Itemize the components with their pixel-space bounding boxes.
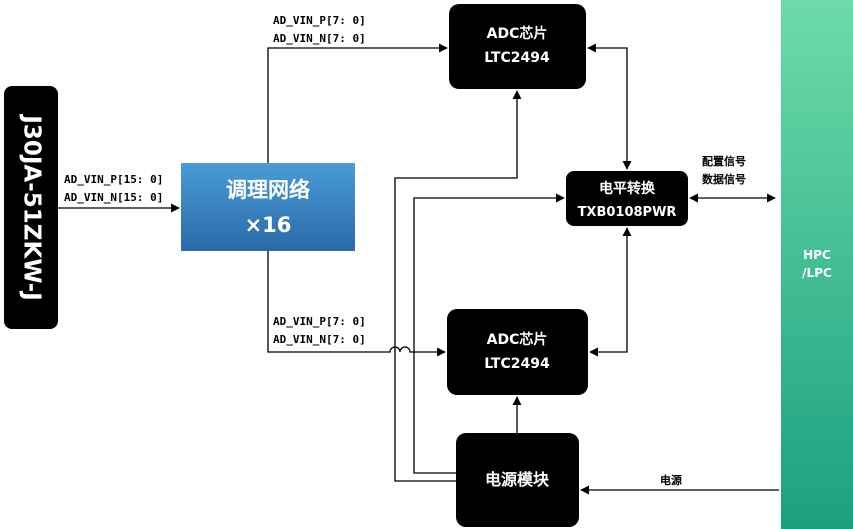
input-bus-n-label: AD_VIN_N[15: 0] [64, 191, 163, 204]
bottom-bus-n-label: AD_VIN_N[7: 0] [273, 333, 366, 346]
power-to-level-shifter-line [413, 193, 565, 474]
top-adc-bus-arrow [267, 43, 448, 163]
power-module-block [456, 433, 579, 527]
adc-top-line1: ADC芯片 [487, 25, 548, 42]
power-module-label: 电源模块 [485, 470, 550, 489]
j30-connector-label: J30JA-51ZKW-J [19, 113, 45, 300]
j30-connector-block [4, 86, 58, 329]
input-bus-p-label: AD_VIN_P[15: 0] [64, 173, 163, 186]
bottom-adc-level-shifter-link [589, 227, 632, 357]
level-shifter-line1: 电平转换 [599, 180, 656, 197]
config-signal-label: 配置信号 [702, 154, 746, 168]
adc-bottom-block [447, 309, 588, 395]
power-signal-label: 电源 [660, 473, 682, 487]
adc-bottom-line1: ADC芯片 [487, 331, 548, 348]
hpc-label-line2: /LPC [802, 266, 832, 280]
top-adc-level-shifter-link [587, 43, 632, 170]
top-bus-p-label: AD_VIN_P[7: 0] [273, 14, 366, 27]
network-count: ×16 [245, 213, 292, 237]
level-shifter-block [566, 171, 688, 226]
adc-bottom-line2: LTC2494 [484, 356, 550, 372]
power-to-top-adc-line [394, 90, 522, 482]
adc-top-block [449, 4, 586, 89]
hpc-connector-bar [781, 0, 853, 529]
adc-top-line2: LTC2494 [484, 50, 550, 66]
bottom-bus-p-label: AD_VIN_P[7: 0] [273, 315, 366, 328]
conditioning-network-block [181, 163, 355, 251]
top-bus-n-label: AD_VIN_N[7: 0] [273, 32, 366, 45]
bottom-adc-bus-arrow [267, 251, 446, 357]
hpc-label-line1: HPC [803, 248, 831, 262]
network-title: 调理网络 [226, 178, 310, 202]
data-signal-label: 数据信号 [702, 172, 746, 186]
level-shifter-line2: TXB0108PWR [578, 205, 677, 220]
